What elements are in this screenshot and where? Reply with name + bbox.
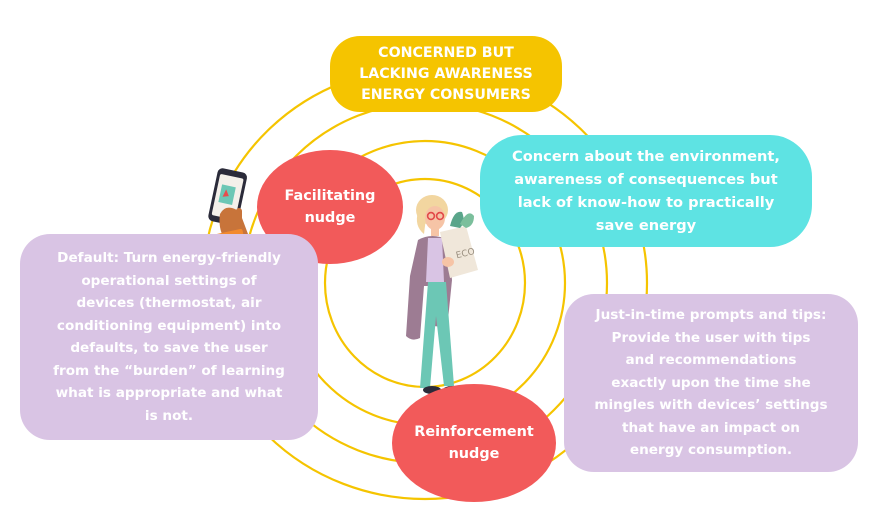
concern-line-2: awareness of consequences but [514, 171, 778, 188]
concern-box: Concern about the environment, awareness… [480, 135, 812, 247]
title-line-2: LACKING AWARENESS [359, 65, 533, 82]
jit-box: Just-in-time prompts and tips: Provide t… [564, 294, 858, 472]
default-line-4: conditioning equipment) into [56, 317, 282, 334]
facilitating-line-1: Facilitating [284, 188, 376, 204]
title-box: CONCERNED BUT LACKING AWARENESS ENERGY C… [330, 36, 562, 112]
default-line-8: is not. [144, 407, 194, 424]
jit-line-5: mingles with devices’ settings [594, 397, 828, 414]
concern-line-4: save energy [595, 217, 697, 234]
default-line-3: devices (thermostat, air [76, 295, 262, 311]
reinforcement-line-2: nudge [448, 446, 500, 462]
facilitating-line-2: nudge [304, 210, 356, 226]
jit-line-3: and recommendations [625, 352, 797, 369]
reinforcement-nudge: Reinforcement nudge [392, 384, 556, 502]
concern-line-3: lack of know-how to practically [517, 194, 775, 211]
jit-line-4: exactly upon the time she [611, 374, 811, 391]
default-line-5: defaults, to save the user [70, 340, 268, 356]
jit-line-2: Provide the user with tips [611, 329, 811, 346]
jit-line-6: that have an impact on [622, 419, 800, 436]
title-line-3: ENERGY CONSUMERS [361, 86, 531, 103]
default-line-7: what is appropriate and what [55, 385, 283, 401]
default-line-1: Default: Turn energy-friendly [57, 250, 281, 266]
jit-line-7: energy consumption. [629, 442, 793, 459]
title-line-1: CONCERNED BUT [378, 44, 514, 61]
default-line-6: from the “burden” of learning [53, 362, 285, 379]
default-line-2: operational settings of [81, 272, 257, 289]
reinforcement-line-1: Reinforcement [414, 424, 534, 440]
concern-line-1: Concern about the environment, [512, 148, 780, 165]
default-box: Default: Turn energy-friendly operationa… [20, 234, 318, 440]
jit-line-1: Just-in-time prompts and tips: [595, 307, 827, 324]
